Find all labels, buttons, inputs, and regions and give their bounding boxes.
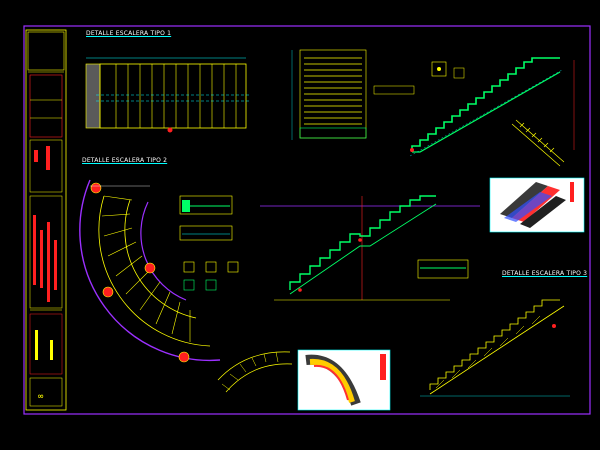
title-block (25, 29, 67, 411)
tipo2-curved-plan (79, 179, 221, 363)
tipo1-plan (85, 57, 250, 133)
sheet-border (23, 25, 591, 415)
sheet-mark: ∞ (38, 392, 44, 402)
render-3d-stair-2 (297, 349, 391, 411)
tipo1-section (291, 49, 465, 140)
curved-stair-sketch (217, 351, 293, 393)
title-tipo2: DETALLE ESCALERA TIPO 2 (82, 157, 168, 164)
tipo2-elevation (260, 195, 480, 301)
render-3d-stair-1 (489, 177, 585, 233)
title-tipo3: DETALLE ESCALERA TIPO 3 (502, 270, 588, 277)
tipo3-elevation (420, 299, 570, 397)
title-tipo1: DETALLE ESCALERA TIPO 1 (86, 30, 172, 37)
tipo1-elevation (409, 57, 575, 167)
tipo2-details (179, 195, 239, 291)
